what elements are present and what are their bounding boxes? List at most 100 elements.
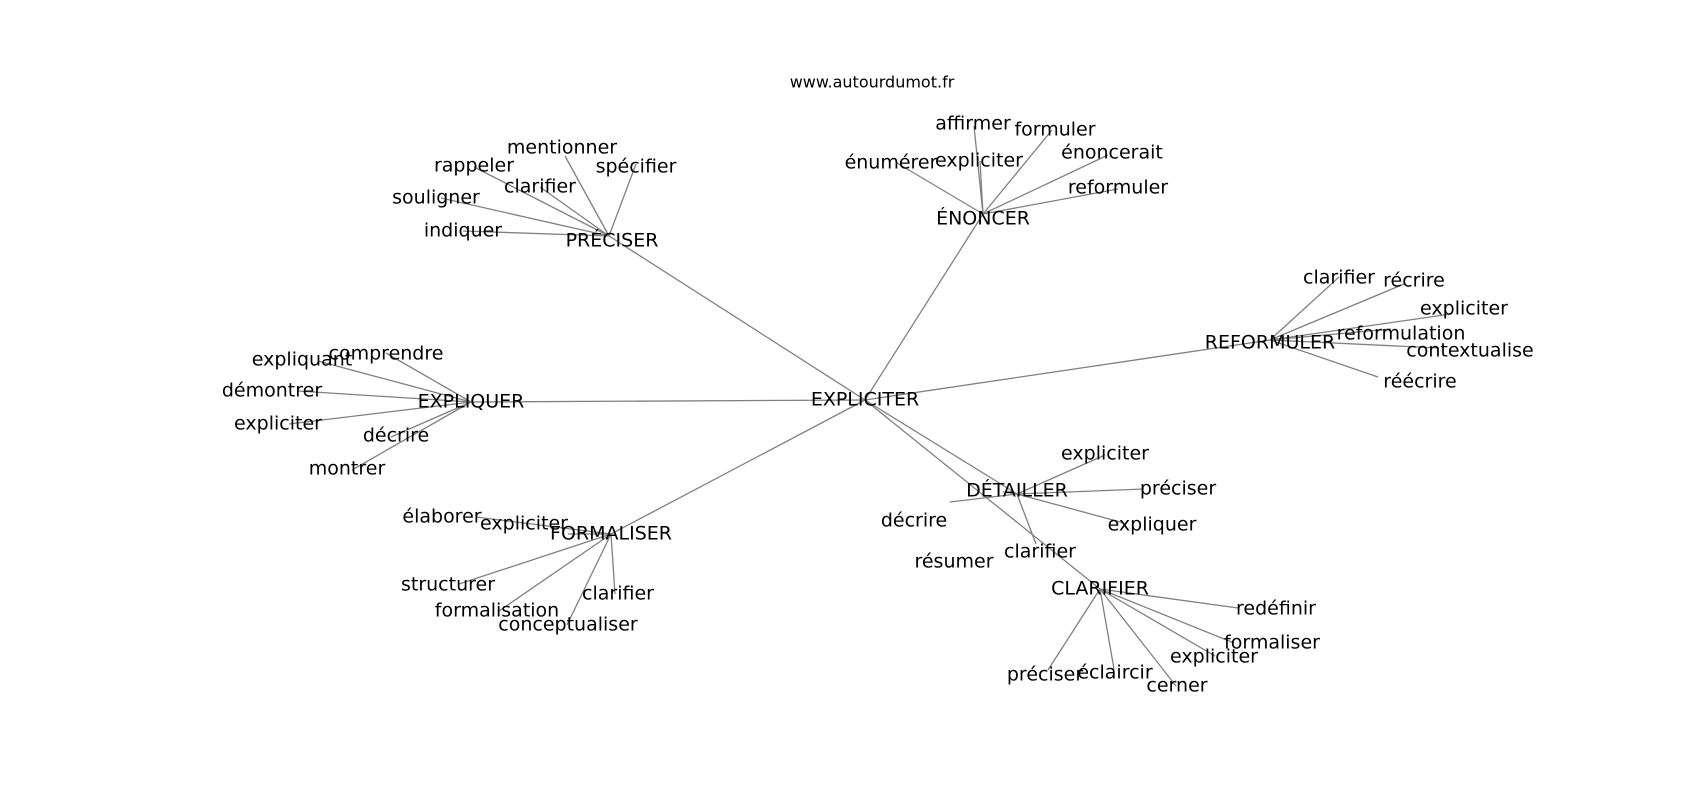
edge-center-clarifier [864, 399, 1101, 590]
edge-clarifier-cerner [1099, 588, 1177, 687]
edge-enoncer-reformuler [982, 188, 1119, 215]
edge-detailler-expliquer [1016, 493, 1125, 524]
edge-formaliser-elaborer [475, 516, 612, 535]
node-leaf-clarifier: clarifier [1303, 267, 1375, 289]
node-leaf-montrer: montrer [309, 458, 386, 480]
node-leaf-comprendre: comprendre [329, 343, 444, 365]
node-leaf-recrire: récrire [1383, 270, 1445, 292]
node-leaf-clarifier: clarifier [1004, 541, 1076, 563]
node-leaf-formaliser: formaliser [1224, 632, 1320, 654]
node-leaf-redefinir: redéfinir [1236, 598, 1316, 620]
node-leaf-structurer: structurer [401, 574, 495, 596]
edge-formaliser-formalisation [498, 533, 612, 612]
node-leaf-specifier: spécifier [596, 156, 677, 178]
node-leaf-reformulation: reformulation [1337, 323, 1466, 345]
edge-expliquer-comprendre [385, 352, 472, 403]
edge-formaliser-structurer [458, 533, 612, 585]
node-leaf-preciser: préciser [1007, 664, 1083, 686]
edge-center-detailler [864, 399, 1018, 495]
edge-enoncer-expliciter [979, 160, 984, 215]
node-leaf-souligner: souligner [392, 187, 480, 209]
edge-enoncer-affirmer [973, 125, 984, 215]
node-leaf-elaborer: élaborer [402, 506, 481, 528]
node-leaf-expliciter: expliciter [1420, 298, 1508, 320]
node-leaf-mentionner: mentionner [507, 137, 617, 159]
node-leaf-reformuler: reformuler [1068, 177, 1168, 199]
node-leaf-formalisation: formalisation [435, 600, 559, 622]
edge-expliquer-montrer [351, 401, 472, 471]
node-leaf-rappeler: rappeler [434, 155, 514, 177]
edge-detailler-decrire [949, 493, 1018, 503]
edge-preciser-specifier [608, 163, 637, 237]
edge-preciser-mentionner [564, 155, 610, 237]
edge-expliquer-expliciter [288, 401, 472, 425]
node-leaf-eclaircir: éclaircir [1077, 662, 1152, 684]
edge-center-reformuler [864, 339, 1271, 401]
node-hub-preciser: PRÉCISER [566, 229, 659, 252]
node-leaf-expliciter: expliciter [935, 150, 1023, 172]
node-leaf-expliciter: expliciter [234, 413, 322, 435]
edge-reformuler-clarifier [1269, 276, 1340, 341]
edge-clarifier-redefinir [1099, 588, 1239, 609]
node-leaf-expliquer: expliquer [1108, 514, 1197, 536]
edge-preciser-clarifier [539, 186, 610, 237]
node-leaf-affirmer: affirmer [935, 113, 1011, 135]
node-leaf-expliciter: expliciter [1170, 646, 1258, 668]
edge-enoncer-enumerer [896, 162, 984, 215]
node-hub-formaliser: FORMALISER [550, 523, 672, 545]
edge-expliquer-decrire [390, 401, 472, 438]
edge-expliquer-expliquant [317, 360, 472, 403]
edge-center-enoncer [864, 213, 984, 401]
node-hub-expliquer: EXPLIQUER [418, 391, 525, 413]
edge-reformuler-reecrire [1269, 339, 1379, 378]
node-leaf-indiquer: indiquer [424, 220, 502, 242]
node-leaf-preciser: préciser [1140, 478, 1216, 500]
node-center-expliciter: EXPLICITER [811, 389, 919, 411]
node-leaf-contextualise: contextualise [1406, 340, 1533, 362]
node-hub-enoncer: ÉNONCER [936, 207, 1030, 230]
node-hub-reformuler: REFORMULER [1205, 332, 1335, 354]
node-leaf-enumerer: énumérer [845, 152, 938, 174]
node-hub-detailler: DÉTAILLER [966, 479, 1068, 502]
node-leaf-expliciter: expliciter [1061, 443, 1149, 465]
edges-layer [288, 125, 1452, 687]
edge-detailler-clarifier [1016, 493, 1037, 545]
edge-detailler-expliciter [1016, 454, 1106, 495]
node-leaf-resumer: résumer [914, 551, 993, 573]
edge-detailler-resumer [1002, 491, 1018, 495]
edge-center-expliquer [470, 399, 866, 403]
edge-preciser-souligner [440, 197, 610, 237]
edge-formaliser-clarifier [610, 533, 616, 595]
site-credit: www.autourdumot.fr [790, 73, 955, 92]
node-leaf-conceptualiser: conceptualiser [498, 614, 638, 636]
edge-clarifier-eclaircir [1099, 588, 1115, 670]
edge-center-preciser [608, 235, 866, 401]
edge-reformuler-reformulation [1269, 328, 1392, 341]
edge-reformuler-expliciter [1269, 313, 1452, 341]
edge-clarifier-expliciter [1099, 588, 1216, 657]
edge-expliquer-demontrer [297, 390, 472, 403]
edge-enoncer-formuler [982, 129, 1053, 215]
node-leaf-decrire: décrire [363, 425, 429, 447]
node-hub-clarifier: CLARIFIER [1051, 578, 1149, 600]
edge-preciser-indiquer [462, 230, 610, 237]
node-leaf-clarifier: clarifier [582, 583, 654, 605]
node-leaf-cerner: cerner [1146, 675, 1207, 697]
edge-preciser-rappeler [473, 166, 610, 237]
edge-clarifier-preciser [1047, 588, 1101, 671]
edge-clarifier-formaliser [1099, 588, 1235, 644]
node-leaf-enoncerait: énoncerait [1061, 142, 1163, 164]
node-leaf-expliciter: expliciter [480, 513, 568, 535]
edge-reformuler-recrire [1269, 283, 1405, 341]
node-leaf-expliquant: expliquant [252, 349, 352, 371]
node-leaf-reecrire: réécrire [1383, 371, 1456, 393]
node-leaf-decrire: décrire [881, 510, 947, 532]
edge-detailler-preciser [1016, 488, 1145, 495]
edge-enoncer-enoncerait [982, 154, 1109, 215]
node-leaf-demontrer: démontrer [222, 380, 322, 402]
edge-center-formaliser [610, 399, 866, 535]
edge-reformuler-contextualise [1269, 339, 1440, 349]
edge-formaliser-conceptualiser [566, 533, 612, 626]
